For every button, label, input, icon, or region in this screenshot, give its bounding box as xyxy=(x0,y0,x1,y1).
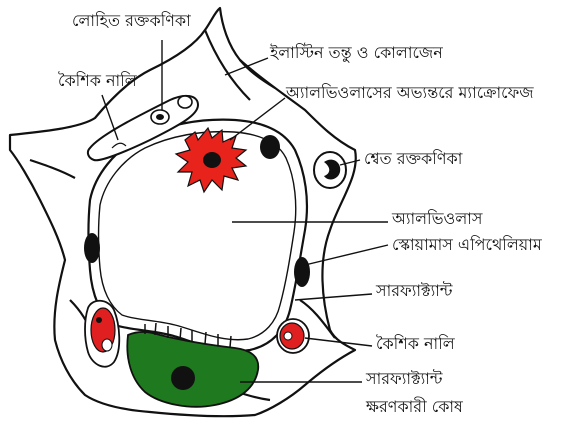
squamous-nucleus-top xyxy=(260,135,280,159)
label-elastin: ইলাস্টিন তন্তু ও কোলাজেন xyxy=(270,44,443,62)
red-blood-cell-left-dot xyxy=(96,317,102,323)
leader-squamous xyxy=(305,245,388,265)
label-alveolus: অ্যালভিওলাস xyxy=(392,210,482,228)
red-blood-cell-right-center xyxy=(284,332,292,340)
squamous-nucleus-right xyxy=(294,257,310,287)
squamous-nucleus-left xyxy=(84,233,100,263)
label-secreting-cell-line2: ক্ষরণকারী কোষ xyxy=(366,398,463,416)
label-rbc: লোহিত রক্তকণিকা xyxy=(72,12,191,30)
label-squamous: স্কোয়ামাস এপিথেলিয়াম xyxy=(392,236,542,254)
label-capillary-top: কৈশিক নালি xyxy=(58,72,137,90)
elastin-fibre-3 xyxy=(30,160,75,178)
capillary-left-bottom xyxy=(85,301,119,367)
red-blood-cell-top-2 xyxy=(178,96,192,108)
label-capillary-bottom: কৈশিক নালি xyxy=(376,335,455,353)
secreting-cell-nucleus xyxy=(171,366,195,390)
label-macrophage: অ্যালভিওলাসের অভ্যন্তরে ম্যাক্রোফেজ xyxy=(286,84,534,102)
leader-elastin xyxy=(225,58,268,75)
capillary-right-bottom xyxy=(277,319,309,353)
macrophage-nucleus xyxy=(203,152,221,168)
label-surfactant: সারফ্যাক্ট্যান্ট xyxy=(376,282,453,300)
red-blood-cell-top-center xyxy=(156,114,164,120)
leader-surfactant xyxy=(295,294,372,300)
white-blood-cell xyxy=(314,152,346,188)
label-wbc: শ্বেত রক্তকণিকা xyxy=(364,150,462,168)
red-blood-cell-left-center xyxy=(102,339,112,351)
label-secreting-cell-line1: সারফ্যাক্ট্যান্ট xyxy=(366,370,443,388)
